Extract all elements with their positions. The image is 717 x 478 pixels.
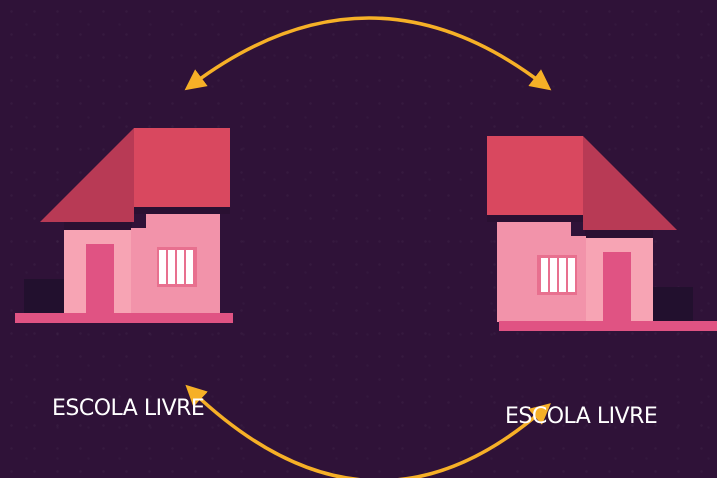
left-wall-shade xyxy=(64,222,132,230)
bottom-double-arrow-icon xyxy=(193,392,543,478)
left-roof-side xyxy=(40,128,134,222)
left-roof-front xyxy=(134,128,230,208)
left-base xyxy=(15,313,233,323)
left-door xyxy=(86,244,114,314)
top-double-arrow-icon xyxy=(193,18,543,84)
left-shadow-block xyxy=(24,279,70,314)
right-school-label: ESCOLA LIVRE xyxy=(505,404,657,429)
right-school-house-icon xyxy=(487,136,717,331)
left-school-house-icon xyxy=(15,128,233,323)
left-roof-shade xyxy=(134,207,230,214)
left-school-label: ESCOLA LIVRE xyxy=(52,396,204,421)
